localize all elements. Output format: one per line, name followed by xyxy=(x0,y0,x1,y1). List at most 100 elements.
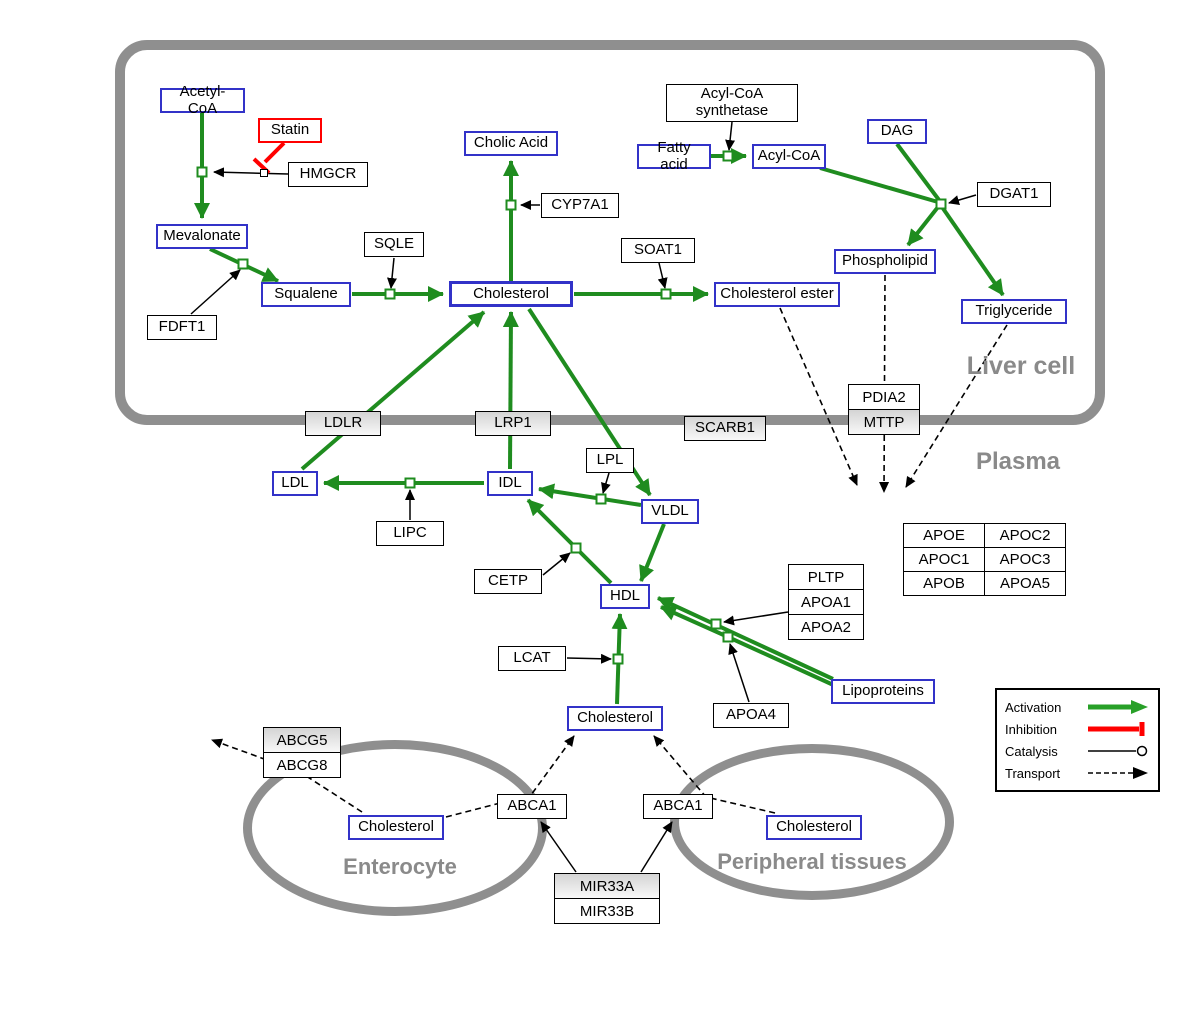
node-cyp7a1-label: CYP7A1 xyxy=(551,196,609,214)
node-cholesterol-liver-label: Cholesterol xyxy=(473,284,549,302)
edge-apoa4-catalysis xyxy=(728,643,750,703)
node-mevalonate[interactable]: Mevalonate xyxy=(156,224,248,249)
node-cholesterol-peripheral[interactable]: Cholesterol xyxy=(766,815,862,840)
legend-transport-label: Transport xyxy=(1005,765,1061,781)
node-apoa2[interactable]: APOA2 xyxy=(789,615,863,639)
anchor-acylcoa-synthetase xyxy=(722,150,734,162)
node-cholic-acid[interactable]: Cholic Acid xyxy=(464,131,558,156)
node-dgat1-label: DGAT1 xyxy=(989,185,1039,203)
node-pltp[interactable]: PLTP xyxy=(789,565,863,589)
anchor-fdft1 xyxy=(237,258,249,270)
node-pdia2-mttp-stack[interactable]: PDIA2 MTTP xyxy=(848,384,920,435)
node-ldl[interactable]: LDL xyxy=(272,471,318,496)
node-pltp-apoa-stack[interactable]: PLTP APOA1 APOA2 xyxy=(788,564,864,640)
node-mir33-stack[interactable]: MIR33A MIR33B xyxy=(554,873,660,924)
node-lipc[interactable]: LIPC xyxy=(376,521,444,546)
peripheral-tissues-membrane xyxy=(670,744,954,900)
node-vldl[interactable]: VLDL xyxy=(641,499,699,524)
apolipoprotein-table[interactable]: APOE APOC2 APOC1 APOC3 APOB APOA5 xyxy=(903,523,1066,596)
node-apoc1-label: APOC1 xyxy=(918,551,970,568)
node-abcg5[interactable]: ABCG5 xyxy=(264,728,340,752)
anchor-cyp7a1 xyxy=(505,199,517,211)
node-dag-label: DAG xyxy=(880,122,914,140)
anchor-apoa4 xyxy=(722,631,734,643)
node-apoa5[interactable]: APOA5 xyxy=(985,572,1065,595)
liver-cell-label: Liver cell xyxy=(966,352,1076,380)
node-abcg5-label: ABCG5 xyxy=(276,731,328,749)
node-apoa4[interactable]: APOA4 xyxy=(713,703,789,728)
node-cyp7a1[interactable]: CYP7A1 xyxy=(541,193,619,218)
node-squalene[interactable]: Squalene xyxy=(261,282,351,307)
inhibition-edge-statin xyxy=(252,141,286,175)
node-cholesterol-enterocyte-label: Cholesterol xyxy=(358,818,434,836)
node-scarb1[interactable]: SCARB1 xyxy=(684,416,766,441)
node-cholesterol-plasma[interactable]: Cholesterol xyxy=(567,706,663,731)
anchor-sqle xyxy=(384,288,396,300)
node-abca1-left[interactable]: ABCA1 xyxy=(497,794,567,819)
node-mir33a[interactable]: MIR33A xyxy=(555,874,659,898)
node-hmgcr[interactable]: HMGCR xyxy=(288,162,368,187)
edge-dgat1-catalysis xyxy=(948,194,977,205)
node-fatty-acid[interactable]: Fatty acid xyxy=(637,139,711,172)
node-apoc3[interactable]: APOC3 xyxy=(985,548,1065,571)
node-apoc1[interactable]: APOC1 xyxy=(904,548,984,571)
node-apoc2[interactable]: APOC2 xyxy=(985,524,1065,547)
node-lipc-label: LIPC xyxy=(393,524,427,542)
node-ldlr[interactable]: LDLR xyxy=(305,411,381,436)
enterocyte-label: Enterocyte xyxy=(343,854,457,879)
node-acyl-coa-synthetase[interactable]: Acyl-CoA synthetase xyxy=(666,84,798,122)
node-cholesterol-ester[interactable]: Cholesterol ester xyxy=(714,282,840,307)
node-dgat1[interactable]: DGAT1 xyxy=(977,182,1051,207)
node-lipoproteins[interactable]: Lipoproteins xyxy=(831,679,935,704)
edge-hdl-idl-cetp xyxy=(526,498,613,585)
node-cholesterol-enterocyte[interactable]: Cholesterol xyxy=(348,815,444,840)
node-apoe[interactable]: APOE xyxy=(904,524,984,547)
reaction-anchors xyxy=(196,150,947,665)
edge-statin-inhibition xyxy=(263,141,286,164)
node-phospholipid[interactable]: Phospholipid xyxy=(834,249,936,274)
node-acyl-coa-synthetase-line2: synthetase xyxy=(695,102,769,119)
anchor-cetp xyxy=(570,542,582,554)
node-lcat-label: LCAT xyxy=(513,649,551,667)
node-pdia2[interactable]: PDIA2 xyxy=(849,385,919,409)
catalysis-edges xyxy=(190,121,977,873)
node-lrp1[interactable]: LRP1 xyxy=(475,411,551,436)
node-abca1-right[interactable]: ABCA1 xyxy=(643,794,713,819)
node-abcg8[interactable]: ABCG8 xyxy=(264,753,340,777)
node-lcat[interactable]: LCAT xyxy=(498,646,566,671)
node-statin-label: Statin xyxy=(270,121,310,139)
legend-row-transport: Transport xyxy=(1005,762,1150,784)
node-apoc2-label: APOC2 xyxy=(999,527,1051,544)
node-sqle[interactable]: SQLE xyxy=(364,232,424,257)
node-dag[interactable]: DAG xyxy=(867,119,927,144)
node-cholesterol-liver[interactable]: Cholesterol xyxy=(449,281,573,307)
node-lpl[interactable]: LPL xyxy=(586,448,634,473)
node-apob[interactable]: APOB xyxy=(904,572,984,595)
node-soat1[interactable]: SOAT1 xyxy=(621,238,695,263)
node-apoa2-label: APOA2 xyxy=(800,618,852,636)
node-mttp[interactable]: MTTP xyxy=(849,410,919,434)
node-acyl-coa[interactable]: Acyl-CoA xyxy=(752,144,826,169)
node-cholesterol-plasma-label: Cholesterol xyxy=(577,709,653,727)
node-acetyl-coa[interactable]: Acetyl-CoA xyxy=(160,83,245,116)
node-abcg8-label: ABCG8 xyxy=(276,756,328,774)
edge-pltp-catalysis xyxy=(723,611,789,626)
node-cetp[interactable]: CETP xyxy=(474,569,542,594)
node-squalene-label: Squalene xyxy=(274,285,338,303)
node-apob-label: APOB xyxy=(923,575,965,592)
node-hdl[interactable]: HDL xyxy=(600,584,650,609)
node-abca1-left-label: ABCA1 xyxy=(507,797,557,815)
node-pltp-label: PLTP xyxy=(807,568,845,586)
node-triglyceride[interactable]: Triglyceride xyxy=(961,299,1067,324)
node-mir33b[interactable]: MIR33B xyxy=(555,899,659,923)
edge-vldl-idl xyxy=(538,483,642,507)
node-idl[interactable]: IDL xyxy=(487,471,533,496)
anchor-lpl xyxy=(595,493,607,505)
node-apoa1[interactable]: APOA1 xyxy=(789,590,863,614)
node-apoa5-label: APOA5 xyxy=(999,575,1051,592)
node-abcg-stack[interactable]: ABCG5 ABCG8 xyxy=(263,727,341,778)
node-statin[interactable]: Statin xyxy=(258,118,322,143)
node-triglyceride-label: Triglyceride xyxy=(975,302,1053,320)
anchor-pltp xyxy=(710,618,722,630)
node-fdft1[interactable]: FDFT1 xyxy=(147,315,217,340)
